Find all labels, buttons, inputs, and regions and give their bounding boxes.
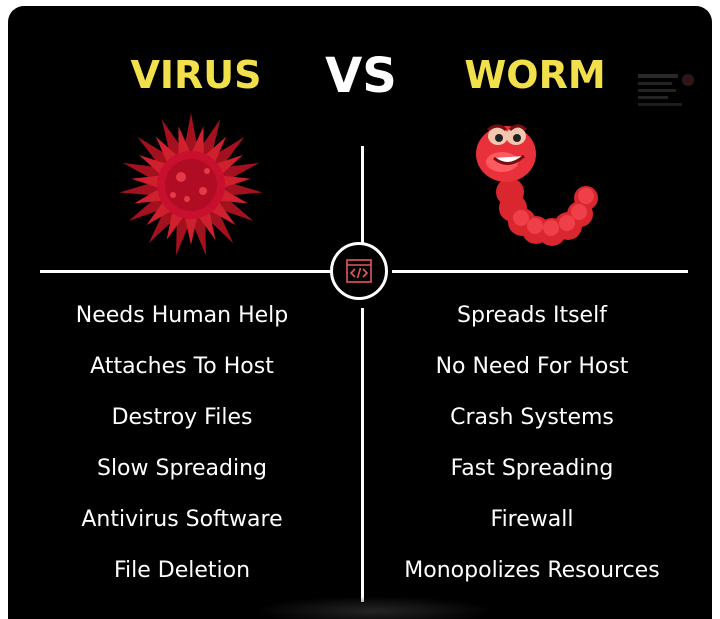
list-item: Antivirus Software [81, 507, 283, 532]
worm-title: WORM [464, 53, 606, 97]
list-item: File Deletion [113, 558, 251, 583]
list-item: Slow Spreading [96, 456, 268, 481]
list-item: No Need For Host [435, 354, 629, 379]
list-item: Firewall [490, 507, 574, 532]
virus-trait-list: Needs Human Help Attaches To Host Destro… [32, 294, 332, 600]
list-item: Fast Spreading [450, 456, 614, 481]
list-item: Needs Human Help [75, 303, 289, 328]
worm-trait-list: Spreads Itself No Need For Host Crash Sy… [382, 294, 682, 600]
list-item: Crash Systems [450, 405, 614, 430]
list-item: Destroy Files [111, 405, 253, 430]
divider-horizontal-right [392, 270, 688, 273]
bottom-shadow [254, 596, 494, 619]
list-item: Spreads Itself [457, 303, 607, 328]
list-item: Attaches To Host [90, 354, 274, 379]
code-brackets-icon [346, 259, 372, 283]
list-item: Monopolizes Resources [404, 558, 660, 583]
virus-title: VIRUS [130, 53, 262, 97]
watermark-logo [638, 74, 694, 106]
worm-icon [476, 124, 598, 246]
center-badge [330, 242, 388, 300]
virus-icon [119, 113, 263, 256]
divider-vertical-bottom [361, 308, 364, 602]
divider-horizontal-left [40, 270, 333, 273]
divider-vertical-top [361, 146, 364, 250]
vs-title: VS [325, 48, 397, 104]
infographic-panel: VIRUS VS WORM [8, 6, 712, 619]
